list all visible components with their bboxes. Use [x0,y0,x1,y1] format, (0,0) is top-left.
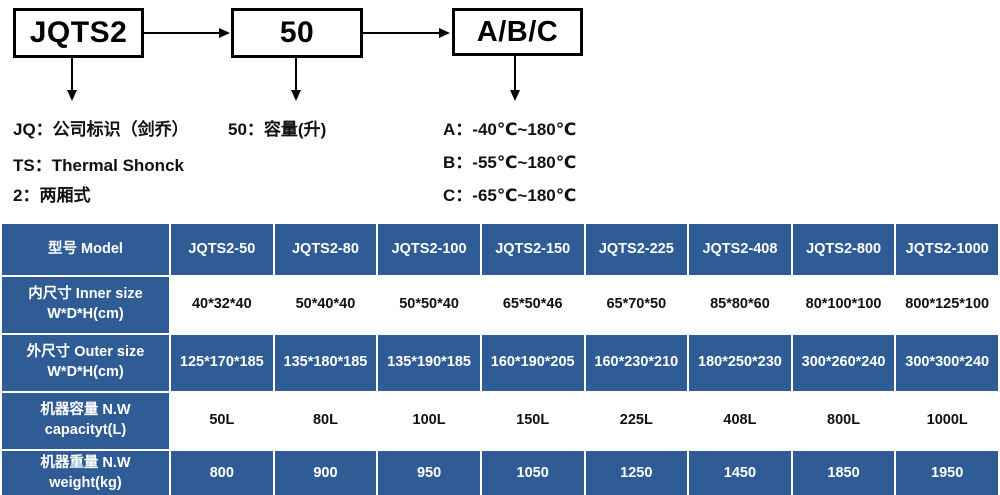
cell-model-5: JQTS2-225 [585,224,688,275]
cell-model-7: JQTS2-800 [792,224,895,275]
cell-capacity-8: 1000L [896,393,998,449]
cell-outer-1: 125*170*185 [171,335,273,391]
connector-line-2 [363,32,439,34]
callout-arrow-1-icon [67,90,77,101]
cell-weight-2: 900 [274,451,377,495]
callout-arrow-3-icon [510,90,520,101]
model-box-prefix: JQTS2 [13,8,144,58]
cell-inner-5: 65*70*50 [585,277,688,333]
table-row-inner-size: 内尺寸 Inner size W*D*H(cm) 40*32*40 50*40*… [2,277,998,333]
cell-weight-5: 1250 [585,451,688,495]
callout-line-1 [71,58,73,93]
cell-outer-5: 160*230*210 [585,335,688,391]
row-label-weight-line1: 机器重量 N.W [40,455,131,472]
cell-capacity-1: 50L [171,393,273,449]
cell-capacity-2: 80L [274,393,377,449]
cell-outer-4: 160*190*205 [481,335,584,391]
row-label-weight-line2: weight(kg) [49,475,122,491]
cell-inner-3: 50*50*40 [378,277,480,333]
model-box-prefix-label: JQTS2 [29,16,128,49]
row-label-inner-size-line2: W*D*H(cm) [47,306,124,322]
legend-jq: JQ：公司标识（剑乔） [13,120,189,139]
callout-line-3 [514,56,516,93]
legend-temp-b: B：-55℃~180℃ [443,153,577,172]
model-box-capacity-label: 50 [279,16,315,49]
cell-model-3: JQTS2-100 [378,224,480,275]
table-row-outer-size: 外尺寸 Outer size W*D*H(cm) 125*170*185 135… [2,335,998,391]
cell-outer-6: 180*250*230 [689,335,791,391]
cell-capacity-4: 150L [481,393,584,449]
row-label-capacity-line2: capacityt(L) [44,422,127,438]
row-label-inner-size-line1: 内尺寸 Inner size [28,286,143,303]
cell-weight-1: 800 [171,451,273,495]
cell-capacity-3: 100L [378,393,480,449]
legend-temp-c: C：-65℃~180℃ [443,186,577,205]
cell-inner-4: 65*50*46 [481,277,584,333]
cell-model-8: JQTS2-1000 [896,224,998,275]
cell-weight-4: 1050 [481,451,584,495]
cell-model-2: JQTS2-80 [274,224,377,275]
legend-capacity: 50：容量(升) [228,120,327,139]
connector-arrow-2-icon [439,28,450,38]
cell-weight-7: 1850 [792,451,895,495]
legend-temp-a: A：-40℃~180℃ [443,120,577,139]
cell-capacity-6: 408L [689,393,791,449]
cell-outer-3: 135*190*185 [378,335,480,391]
model-box-temprange-label: A/B/C [476,15,559,48]
row-label-capacity-line1: 机器容量 N.W [40,402,131,419]
connector-arrow-1-icon [219,28,230,38]
cell-model-1: JQTS2-50 [171,224,273,275]
connector-line-1 [144,32,219,34]
cell-model-6: JQTS2-408 [689,224,791,275]
cell-outer-8: 300*300*240 [896,335,998,391]
table-row-model: 型号 Model JQTS2-50 JQTS2-80 JQTS2-100 JQT… [2,224,998,275]
model-box-temprange: A/B/C [452,8,583,56]
cell-inner-2: 50*40*40 [274,277,377,333]
cell-weight-6: 1450 [689,451,791,495]
row-label-outer-size-line1: 外尺寸 Outer size [26,344,145,361]
table-row-weight: 机器重量 N.W weight(kg) 800 900 950 1050 125… [2,451,998,495]
table-row-capacity: 机器容量 N.W capacityt(L) 50L 80L 100L 150L … [2,393,998,449]
row-label-capacity: 机器容量 N.W capacityt(L) [2,393,169,449]
specifications-table: 型号 Model JQTS2-50 JQTS2-80 JQTS2-100 JQT… [0,222,1000,495]
cell-inner-6: 85*80*60 [689,277,791,333]
model-code-diagram: JQTS2 50 A/B/C JQ：公司标识（剑乔） TS：Thermal Sh… [0,0,1000,215]
callout-arrow-2-icon [291,90,301,101]
callout-line-2 [295,57,297,93]
legend-2: 2：两厢式 [13,186,91,205]
cell-outer-7: 300*260*240 [792,335,895,391]
row-label-outer-size: 外尺寸 Outer size W*D*H(cm) [2,335,169,391]
cell-model-4: JQTS2-150 [481,224,584,275]
row-label-inner-size: 内尺寸 Inner size W*D*H(cm) [2,277,169,333]
cell-weight-8: 1950 [896,451,998,495]
cell-weight-3: 950 [378,451,480,495]
row-label-model-line1: 型号 Model [48,240,123,257]
model-box-capacity: 50 [231,8,363,58]
legend-ts: TS：Thermal Shonck [13,156,184,175]
cell-outer-2: 135*180*185 [274,335,377,391]
row-label-model: 型号 Model [2,224,169,275]
cell-inner-7: 80*100*100 [792,277,895,333]
row-label-weight: 机器重量 N.W weight(kg) [2,451,169,495]
cell-capacity-5: 225L [585,393,688,449]
cell-inner-8: 800*125*100 [896,277,998,333]
cell-inner-1: 40*32*40 [171,277,273,333]
row-label-outer-size-line2: W*D*H(cm) [47,364,124,380]
cell-capacity-7: 800L [792,393,895,449]
